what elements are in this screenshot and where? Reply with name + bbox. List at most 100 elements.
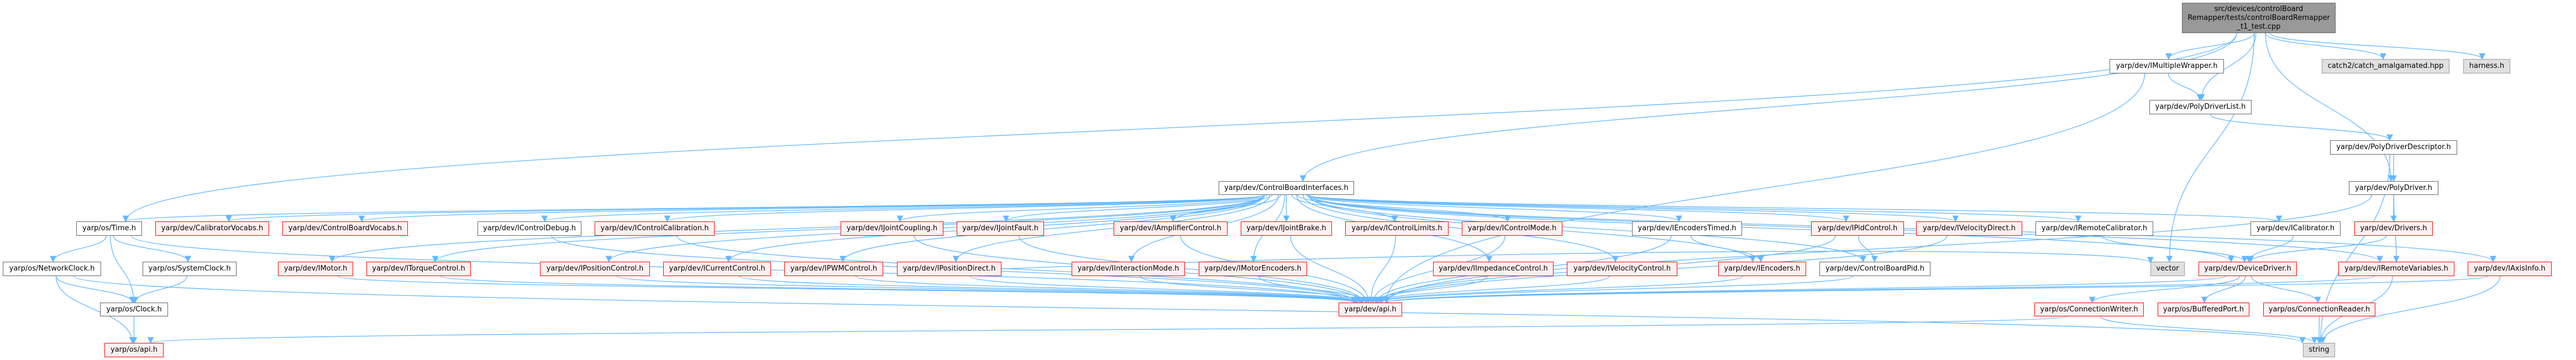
edge-cbi-to-imotor [329,194,1265,263]
edge-cbi-to-ivelocitycontrol [1303,194,1619,263]
node-iremotevariables[interactable]: yarp/dev/IRemoteVariables.h [2338,262,2454,276]
node-ijointfault[interactable]: yarp/dev/IJointFault.h [957,221,1044,236]
edge-imotorencoders-to-devapi [1258,276,1372,304]
node-polydriverlist[interactable]: yarp/dev/PolyDriverList.h [2149,100,2252,114]
edge-devicedriver-to-connectionwriter [2089,276,2241,304]
node-networkclock[interactable]: yarp/os/NetworkClock.h [3,262,101,276]
edge-time-to-networkclock [50,235,107,263]
edge-controlboardpid-to-devapi [1377,276,1854,304]
node-catch2[interactable]: catch2/catch_amalgamated.hpp [2322,59,2449,73]
edge-icontrollimits-to-devapi [1367,235,1396,304]
node-harness[interactable]: harness.h [2463,59,2510,73]
edge-root-to-polydriverlist [2198,33,2257,101]
node-icontrolcalibration[interactable]: yarp/dev/IControlCalibration.h [595,221,715,236]
node-polydriverdescriptor[interactable]: yarp/dev/PolyDriverDescriptor.h [2330,140,2457,155]
node-iaxisinfo[interactable]: yarp/dev/IAxisInfo.h [2468,262,2552,276]
node-systemclock[interactable]: yarp/os/SystemClock.h [143,262,237,276]
edge-polydriver-to-devapi [1383,194,2372,304]
edge-cbi-to-icontroldebug [542,194,1265,223]
node-devicedriver[interactable]: yarp/dev/DeviceDriver.h [2199,262,2297,276]
node-icontrollimits[interactable]: yarp/dev/IControlLimits.h [1345,221,1449,236]
node-devapi[interactable]: yarp/dev/api.h [1339,303,1402,316]
node-time[interactable]: yarp/os/Time.h [76,221,142,236]
node-imotor[interactable]: yarp/dev/IMotor.h [278,262,353,276]
edge-ipositiondirect-to-devapi [969,276,1365,304]
node-root[interactable]: src/devices/controlBoard Remapper/tests/… [2182,3,2336,33]
node-iencoderstimed[interactable]: yarp/dev/IEncodersTimed.h [1632,221,1742,236]
node-icontroldebug[interactable]: yarp/dev/IControlDebug.h [478,221,581,236]
edge-ipidcontrol-to-controlboardpid [1858,235,1878,263]
node-imotorencoders[interactable]: yarp/dev/IMotorEncoders.h [1199,262,1307,276]
edge-devicedriver-to-devapi [1384,276,2226,304]
edge-devicedriver-to-connectionreader [2250,276,2321,304]
edge-cbi-to-icontrolcalibration [664,194,1265,223]
edge-time-to-clock [110,235,137,304]
edge-drivers-to-devicedriver [2247,235,2387,263]
node-vector[interactable]: vector [2150,262,2185,276]
edge-cbi-to-icalibrator [1308,194,2282,223]
node-imultiplewrapper[interactable]: yarp/dev/IMultipleWrapper.h [2110,59,2224,73]
edge-cbi-to-icontrolmode [1297,194,1511,223]
edge-root-to-cbi [1299,33,2237,182]
node-icontrolmode[interactable]: yarp/dev/IControlMode.h [1462,221,1562,236]
node-connectionreader[interactable]: yarp/os/ConnectionReader.h [2263,303,2375,316]
edge-root-to-time [122,33,2237,223]
edge-connectionwriter-to-string [2100,316,2318,344]
edge-iinteractionmode-to-devapi [1140,276,1369,304]
edge-cbi-to-ivelocitydirect [1308,194,1959,223]
edge-root-to-polydriver [2265,33,2394,182]
node-controlboardvocabs[interactable]: yarp/dev/ControlBoardVocabs.h [282,221,408,236]
node-ijointcoupling[interactable]: yarp/dev/IJointCoupling.h [841,221,943,236]
edge-cbi-to-controlboardpid [1308,194,1866,263]
node-osapi[interactable]: yarp/os/api.h [104,343,164,357]
node-drivers[interactable]: yarp/dev/Drivers.h [2354,221,2433,236]
edge-connectionwriter-to-osapi [148,316,2068,344]
edge-cbi-to-ipositiondirect [952,194,1270,263]
node-iamplifiercontrol[interactable]: yarp/dev/IAmplifierControl.h [1114,221,1227,236]
node-iencoders[interactable]: yarp/dev/IEncoders.h [1718,262,1806,276]
edge-iencoders-to-devapi [1375,276,1743,304]
node-ipositioncontrol[interactable]: yarp/dev/IPositionControl.h [540,262,650,276]
edge-root-to-vector [2166,33,2255,263]
node-iinteractionmode[interactable]: yarp/dev/IInteractionMode.h [1072,262,1185,276]
edge-cbi-to-controlboardvocabs [359,194,1265,223]
node-calibratorvocabs[interactable]: yarp/dev/CalibratorVocabs.h [155,221,269,236]
edge-iaxisinfo-to-devapi [1384,276,2488,304]
node-ipidcontrol[interactable]: yarp/dev/IPidControl.h [1811,221,1904,236]
edge-networkclock-to-clock [55,276,136,304]
edge-networkclock-to-string [74,276,2306,344]
edge-iencoderstimed-to-iencoders [1690,235,1764,263]
node-iremotecalibrator[interactable]: yarp/dev/IRemoteCalibrator.h [2035,221,2153,236]
edge-cbi-to-ijointcoupling [896,194,1267,223]
node-ipwmcontrol[interactable]: yarp/dev/IPWMControl.h [784,262,883,276]
edge-ijointfault-to-devapi [1018,235,1366,304]
edge-ipositioncontrol-to-devapi [616,276,1358,304]
node-ivelocitycontrol[interactable]: yarp/dev/IVelocityControl.h [1567,262,1677,276]
node-ivelocitydirect[interactable]: yarp/dev/IVelocityDirect.h [1916,221,2022,236]
node-string[interactable]: string [2303,343,2335,357]
edge-imultiplewrapper-to-polydriverlist [2168,73,2203,101]
node-icurrentcontrol[interactable]: yarp/dev/ICurrentControl.h [663,262,771,276]
node-controlboardpid[interactable]: yarp/dev/ControlBoardPid.h [1819,262,1930,276]
node-bufferedport[interactable]: yarp/os/BufferedPort.h [2158,303,2249,316]
edge-iaxisinfo-to-string [2320,276,2501,344]
node-polydriver[interactable]: yarp/dev/PolyDriver.h [2349,181,2438,195]
node-iimpedancecontrol[interactable]: yarp/dev/IImpedanceControl.h [1433,262,1554,276]
node-itorquecontrol[interactable]: yarp/dev/ITorqueControl.h [366,262,471,276]
node-ipositiondirect[interactable]: yarp/dev/IPositionDirect.h [897,262,1001,276]
node-cbi[interactable]: yarp/dev/ControlBoardInterfaces.h [1219,181,1354,195]
edge-icurrentcontrol-to-devapi [738,276,1361,304]
node-icalibrator[interactable]: yarp/dev/ICalibrator.h [2250,221,2341,236]
edge-ijointbrake-to-devapi [1290,235,1372,304]
edge-imultiplewrapper-to-devapi [1383,73,2145,304]
node-clock[interactable]: yarp/os/Clock.h [100,303,168,316]
edge-polydriverlist-to-polydriverdescriptor [2210,114,2393,141]
node-ijointbrake[interactable]: yarp/dev/IJointBrake.h [1241,221,1332,236]
edge-cbi-to-ipidcontrol [1308,194,1849,223]
edge-systemclock-to-clock [132,276,187,304]
edge-itorquecontrol-to-devapi [440,276,1357,304]
edge-iremotevariables-to-devapi [1384,276,2375,304]
node-connectionwriter[interactable]: yarp/os/ConnectionWriter.h [2034,303,2144,316]
edge-root-to-catch2 [2264,33,2386,60]
